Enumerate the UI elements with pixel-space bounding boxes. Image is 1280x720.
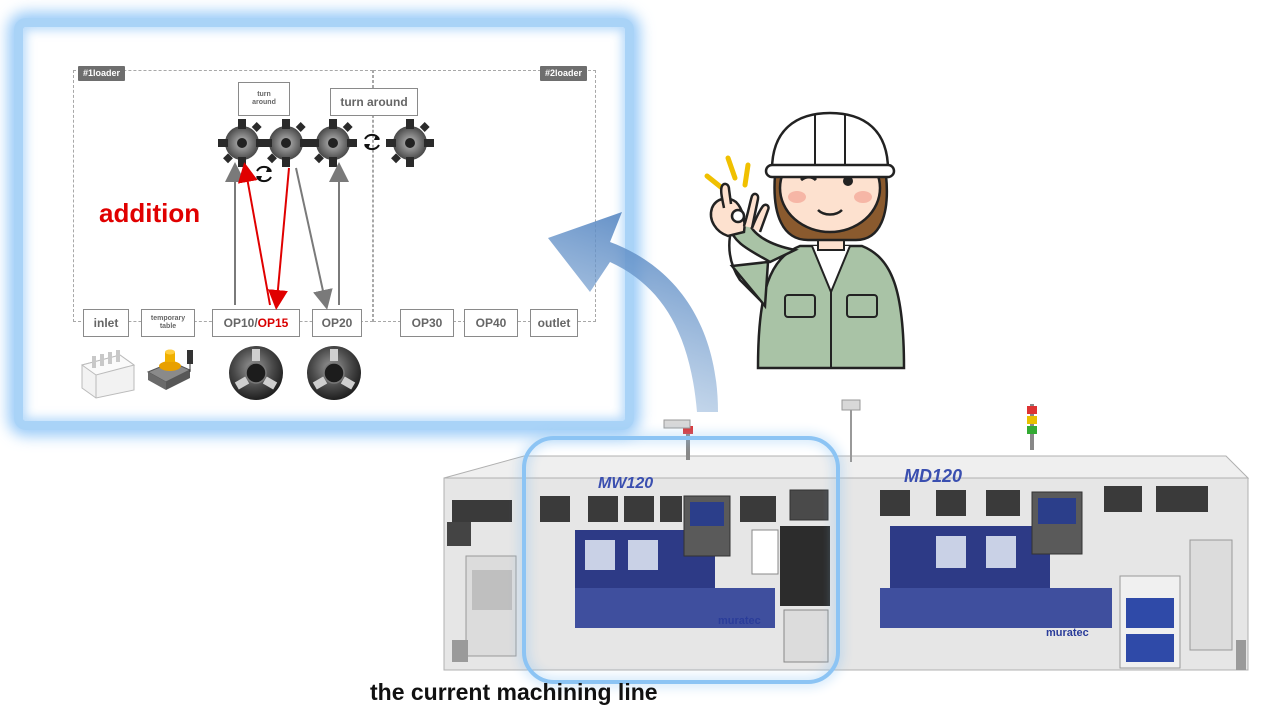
temporary-table-image bbox=[146, 349, 193, 390]
addition-annotation: addition bbox=[99, 198, 201, 228]
station-temporary-table: temporary table bbox=[141, 309, 195, 337]
station-op15-label: OP15 bbox=[257, 316, 289, 330]
station-inlet: inlet bbox=[83, 309, 129, 337]
station-op10-label: OP10/ bbox=[223, 316, 258, 330]
station-op40: OP40 bbox=[464, 309, 518, 337]
turn-around-label-large: turn around bbox=[330, 88, 418, 116]
loader1-tag: #1loader bbox=[78, 66, 126, 81]
brand-logo-left: muratec bbox=[718, 615, 761, 627]
turret-icon bbox=[309, 119, 357, 167]
arrow-op15-up bbox=[237, 162, 271, 306]
station-outlet: outlet bbox=[530, 309, 578, 337]
chuck-image-op20 bbox=[307, 346, 361, 400]
arrow-op15-down bbox=[267, 167, 290, 310]
inlet-rack-image bbox=[80, 350, 136, 399]
rotate-icon bbox=[256, 165, 272, 183]
flow-arrows bbox=[225, 162, 349, 310]
turn-around-label-small: turn around bbox=[238, 82, 290, 116]
turret-icon bbox=[262, 119, 310, 167]
machine-left-label: MW120 bbox=[598, 475, 653, 492]
rotate-icon bbox=[364, 133, 380, 151]
worker-illustration bbox=[704, 111, 906, 370]
current-line-caption: the current machining line bbox=[370, 679, 658, 705]
current-machine-highlight bbox=[522, 436, 840, 684]
arrow-op20-down bbox=[295, 167, 333, 310]
big-curved-arrow bbox=[548, 212, 718, 412]
sparkle-icon bbox=[704, 155, 751, 191]
machine-right-label: MD120 bbox=[904, 466, 962, 486]
turret-icon bbox=[218, 119, 266, 167]
station-op10-op15: OP10/OP15 bbox=[212, 309, 300, 337]
turret-icon bbox=[386, 119, 434, 167]
station-op20: OP20 bbox=[312, 309, 362, 337]
brand-logo-right: muratec bbox=[1046, 627, 1089, 639]
chuck-image-op10 bbox=[229, 346, 283, 400]
loader2-tag: #2loader bbox=[540, 66, 588, 81]
station-op30: OP30 bbox=[400, 309, 454, 337]
machining-line-image: MW120 MD120 muratec muratec bbox=[443, 399, 1250, 671]
